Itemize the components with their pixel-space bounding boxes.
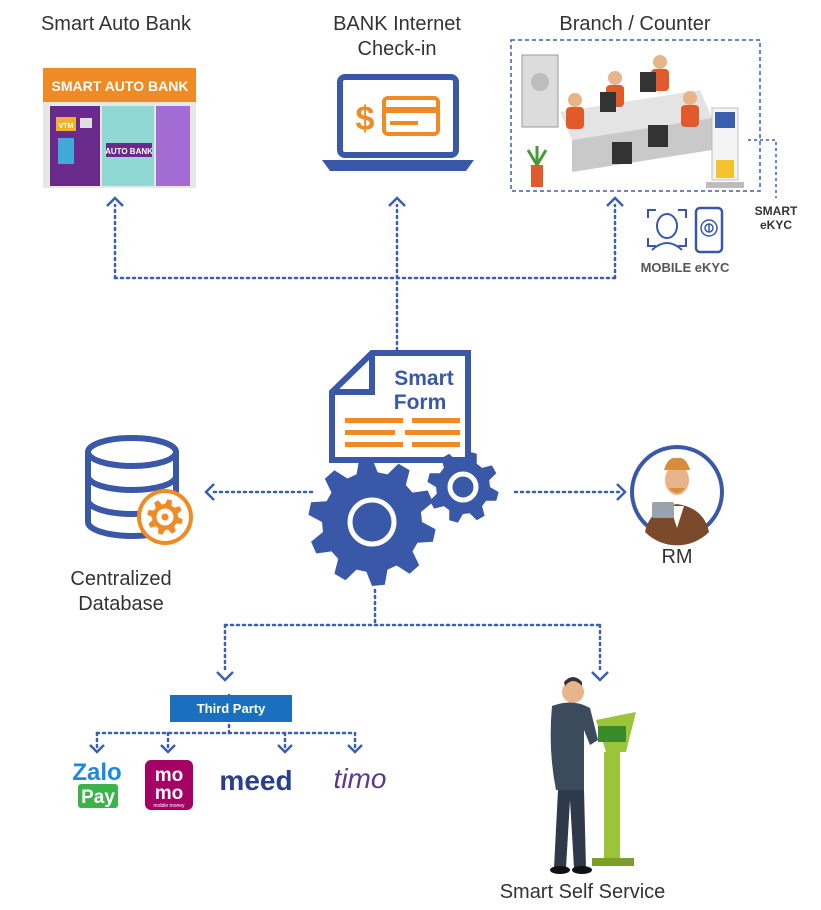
rm-avatar-icon: [630, 445, 724, 546]
centralized-database-label-line1: Centralized: [70, 568, 172, 590]
smart-form-line1: Smart: [394, 367, 454, 390]
svg-text:mo: mo: [155, 765, 184, 786]
arrowheads-top: [106, 196, 624, 207]
database-gear-icon: [85, 435, 193, 545]
svg-text:timo: timo: [334, 763, 387, 794]
arrowheads-lr: [204, 483, 627, 501]
fingerprint-phone-icon: [694, 206, 724, 254]
bank-internet-label-line1: BANK Internet: [333, 13, 461, 35]
centralized-database-label-line2: Database: [78, 593, 164, 615]
smart-self-service-label: Smart Self Service: [499, 881, 666, 903]
smart-form-icon: Smart Form: [329, 350, 471, 463]
svg-text:meed: meed: [219, 765, 292, 796]
customer-figure: [550, 677, 598, 874]
smart-auto-bank-machine: SMART AUTO BANK VTM AUTO BANK: [43, 68, 196, 188]
mobile-ekyc-label: MOBILE eKYC: [640, 260, 730, 275]
smart-ekyc-label-line2: eKYC: [759, 218, 792, 232]
smart-form-line2: Form: [394, 391, 447, 414]
laptop-payment-icon: $: [322, 74, 474, 171]
self-service-kiosk: [592, 712, 636, 866]
smart-ekyc-label-line1: SMART: [754, 204, 798, 218]
gear-hole: [347, 497, 397, 547]
small-gear-icon: [427, 451, 499, 523]
face-scan-icon: [647, 209, 687, 251]
svg-text:Pay: Pay: [81, 787, 115, 808]
third-party-badge: Third Party: [170, 695, 292, 722]
svg-text:$: $: [356, 100, 375, 138]
rm-label: RM: [661, 546, 693, 568]
atm-banner-text: SMART AUTO BANK: [52, 78, 189, 94]
large-gear-icon: [308, 458, 436, 586]
gear-hole: [447, 471, 479, 503]
momo-logo: mo mo mobile money: [145, 760, 193, 810]
zalopay-logo: Zalo Pay: [72, 759, 122, 808]
gear-hole: [156, 508, 174, 526]
arrowheads-bottom: [89, 671, 609, 754]
svg-text:AUTO BANK: AUTO BANK: [105, 147, 153, 156]
svg-text:mo: mo: [155, 783, 184, 804]
timo-logo: timo: [334, 763, 387, 794]
svg-text:Zalo: Zalo: [72, 759, 121, 786]
connector-top: [113, 203, 617, 352]
branch-counter-scene: [510, 39, 777, 198]
connector-bottom: [95, 588, 602, 750]
svg-text:VTM: VTM: [59, 123, 74, 130]
svg-text:mobile money: mobile money: [153, 803, 185, 809]
bank-internet-label-line2: Check-in: [357, 38, 437, 60]
branch-counter-label: Branch / Counter: [559, 13, 711, 35]
smart-auto-bank-label: Smart Auto Bank: [40, 13, 192, 35]
meed-logo: meed: [219, 765, 292, 796]
